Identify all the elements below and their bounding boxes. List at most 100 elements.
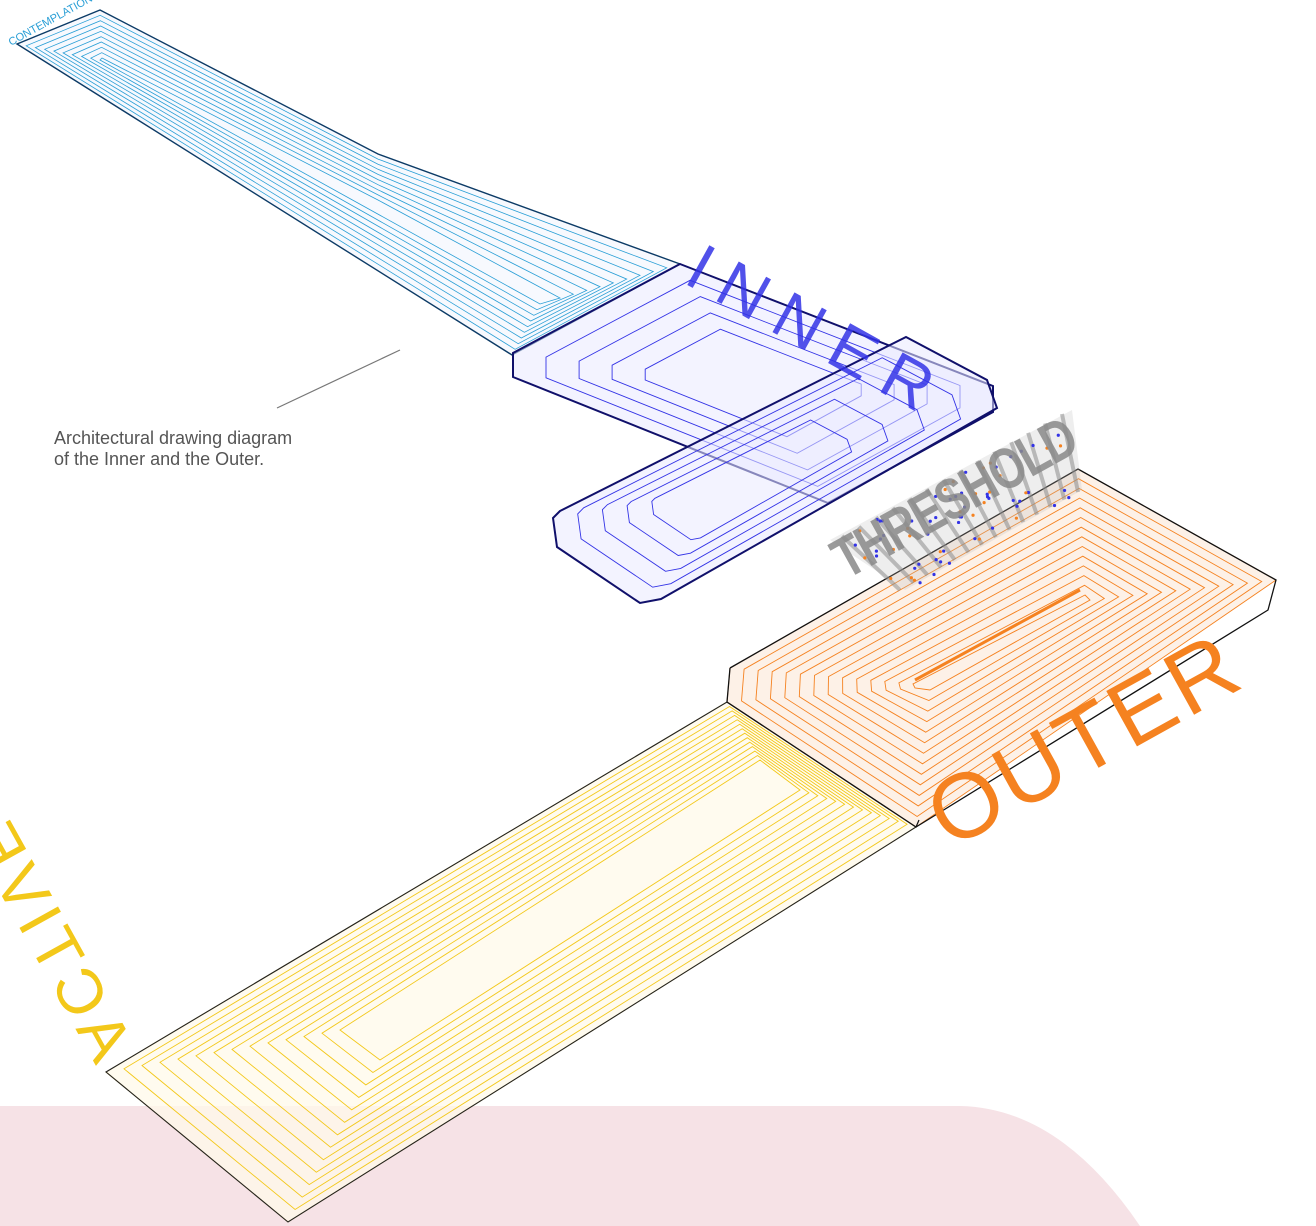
threshold-dot (889, 576, 893, 581)
threshold-dot (926, 532, 930, 536)
threshold-dot (934, 558, 938, 562)
threshold-bar (1009, 441, 1039, 516)
threshold-dot (913, 566, 917, 570)
contemplation-contour (80, 46, 588, 316)
active-fill (106, 702, 916, 1222)
threshold-dot (1045, 446, 1049, 450)
threshold-dot (954, 494, 958, 499)
outer-core (914, 588, 1081, 682)
threshold-dot (977, 537, 982, 541)
threshold-dot (1019, 449, 1023, 453)
diagram-caption: Architectural drawing diagram of the Inn… (54, 428, 384, 470)
threshold-dot (1026, 490, 1031, 495)
threshold-dot (1009, 455, 1013, 459)
threshold-bar (1060, 413, 1080, 493)
outer-zone (726, 468, 1277, 828)
caption-leader-line (276, 349, 401, 409)
contemplation-contour (43, 25, 641, 339)
threshold-dot (988, 461, 992, 465)
threshold-dot (1058, 444, 1063, 448)
threshold-dot (962, 505, 967, 509)
active-contour (339, 759, 801, 1061)
threshold-bar (975, 460, 1012, 531)
threshold-dot (1014, 516, 1018, 520)
outer-contour (884, 575, 1120, 712)
inner-box-fill (553, 337, 997, 603)
inner-contour (577, 357, 962, 588)
contemplation-contour (71, 41, 601, 322)
outer-contour (898, 584, 1106, 701)
caption-line-2: of the Inner and the Outer. (54, 449, 265, 469)
threshold-dot (909, 576, 913, 580)
threshold-dot (943, 487, 947, 492)
threshold-dot (917, 562, 921, 566)
threshold-bar (958, 469, 998, 539)
threshold-bar (840, 534, 902, 592)
threshold-dot (891, 547, 895, 552)
threshold-dot (1067, 496, 1071, 500)
contemplation-contour (34, 20, 655, 345)
caption-line-1: Architectural drawing diagram (54, 428, 293, 448)
contemplation-fill (17, 10, 680, 355)
threshold-dot (863, 556, 867, 560)
threshold-bar (1043, 422, 1067, 501)
threshold-dot (878, 537, 883, 541)
threshold-dot (934, 494, 938, 499)
threshold-dot (912, 578, 917, 582)
threshold-dot (853, 543, 857, 547)
threshold-dot (1052, 503, 1057, 508)
threshold-dot (1056, 433, 1060, 437)
threshold-dot (990, 526, 995, 530)
outer-contour (842, 545, 1163, 744)
active-contour (267, 741, 837, 1111)
outer-contour (912, 594, 1091, 691)
threshold-dot (939, 560, 943, 564)
active-contour (213, 728, 864, 1148)
outer-contour (798, 516, 1206, 775)
threshold-dot (951, 480, 955, 484)
inner-contour (601, 377, 925, 572)
outer-corner (915, 819, 920, 828)
threshold-dot (1015, 504, 1019, 508)
active-zone (105, 701, 918, 1223)
contemplation-zone (15, 9, 682, 356)
threshold-bar (924, 487, 971, 554)
threshold-dot (971, 513, 975, 517)
outer-contour (755, 487, 1249, 807)
outer-contour (741, 478, 1263, 818)
threshold-dot (938, 550, 942, 554)
threshold-dot (934, 515, 938, 520)
active-contour (195, 723, 873, 1161)
outer-contour (870, 565, 1134, 723)
contemplation-contour (62, 36, 615, 328)
threshold-dot (918, 581, 922, 585)
threshold-dot (973, 492, 978, 496)
threshold-dot (910, 519, 914, 523)
active-contour (123, 705, 908, 1211)
active-contour (231, 732, 855, 1136)
threshold-dot (1024, 491, 1028, 495)
threshold-dot (858, 529, 862, 533)
active-contour (321, 754, 810, 1074)
active-contour (141, 710, 900, 1198)
threshold-dot (1062, 488, 1067, 493)
active-label: ACTIVE (0, 804, 147, 1073)
threshold-bar (908, 497, 957, 562)
threshold-dot (878, 519, 882, 523)
threshold-dot (875, 517, 879, 522)
active-contour (303, 750, 819, 1086)
threshold-dot (874, 554, 879, 558)
contemplation-contour (89, 52, 575, 311)
threshold-dot (1011, 498, 1015, 503)
threshold-bar (992, 450, 1026, 523)
threshold-zone (830, 410, 1082, 592)
outer-contour (784, 507, 1220, 786)
threshold-dot (882, 533, 886, 538)
threshold-dot (987, 496, 991, 500)
threshold-dot (985, 492, 989, 496)
contemplation-contour (25, 14, 668, 350)
threshold-dot (948, 497, 952, 501)
threshold-dot (982, 501, 986, 505)
threshold-dot (942, 549, 946, 553)
threshold-dot (973, 537, 977, 541)
